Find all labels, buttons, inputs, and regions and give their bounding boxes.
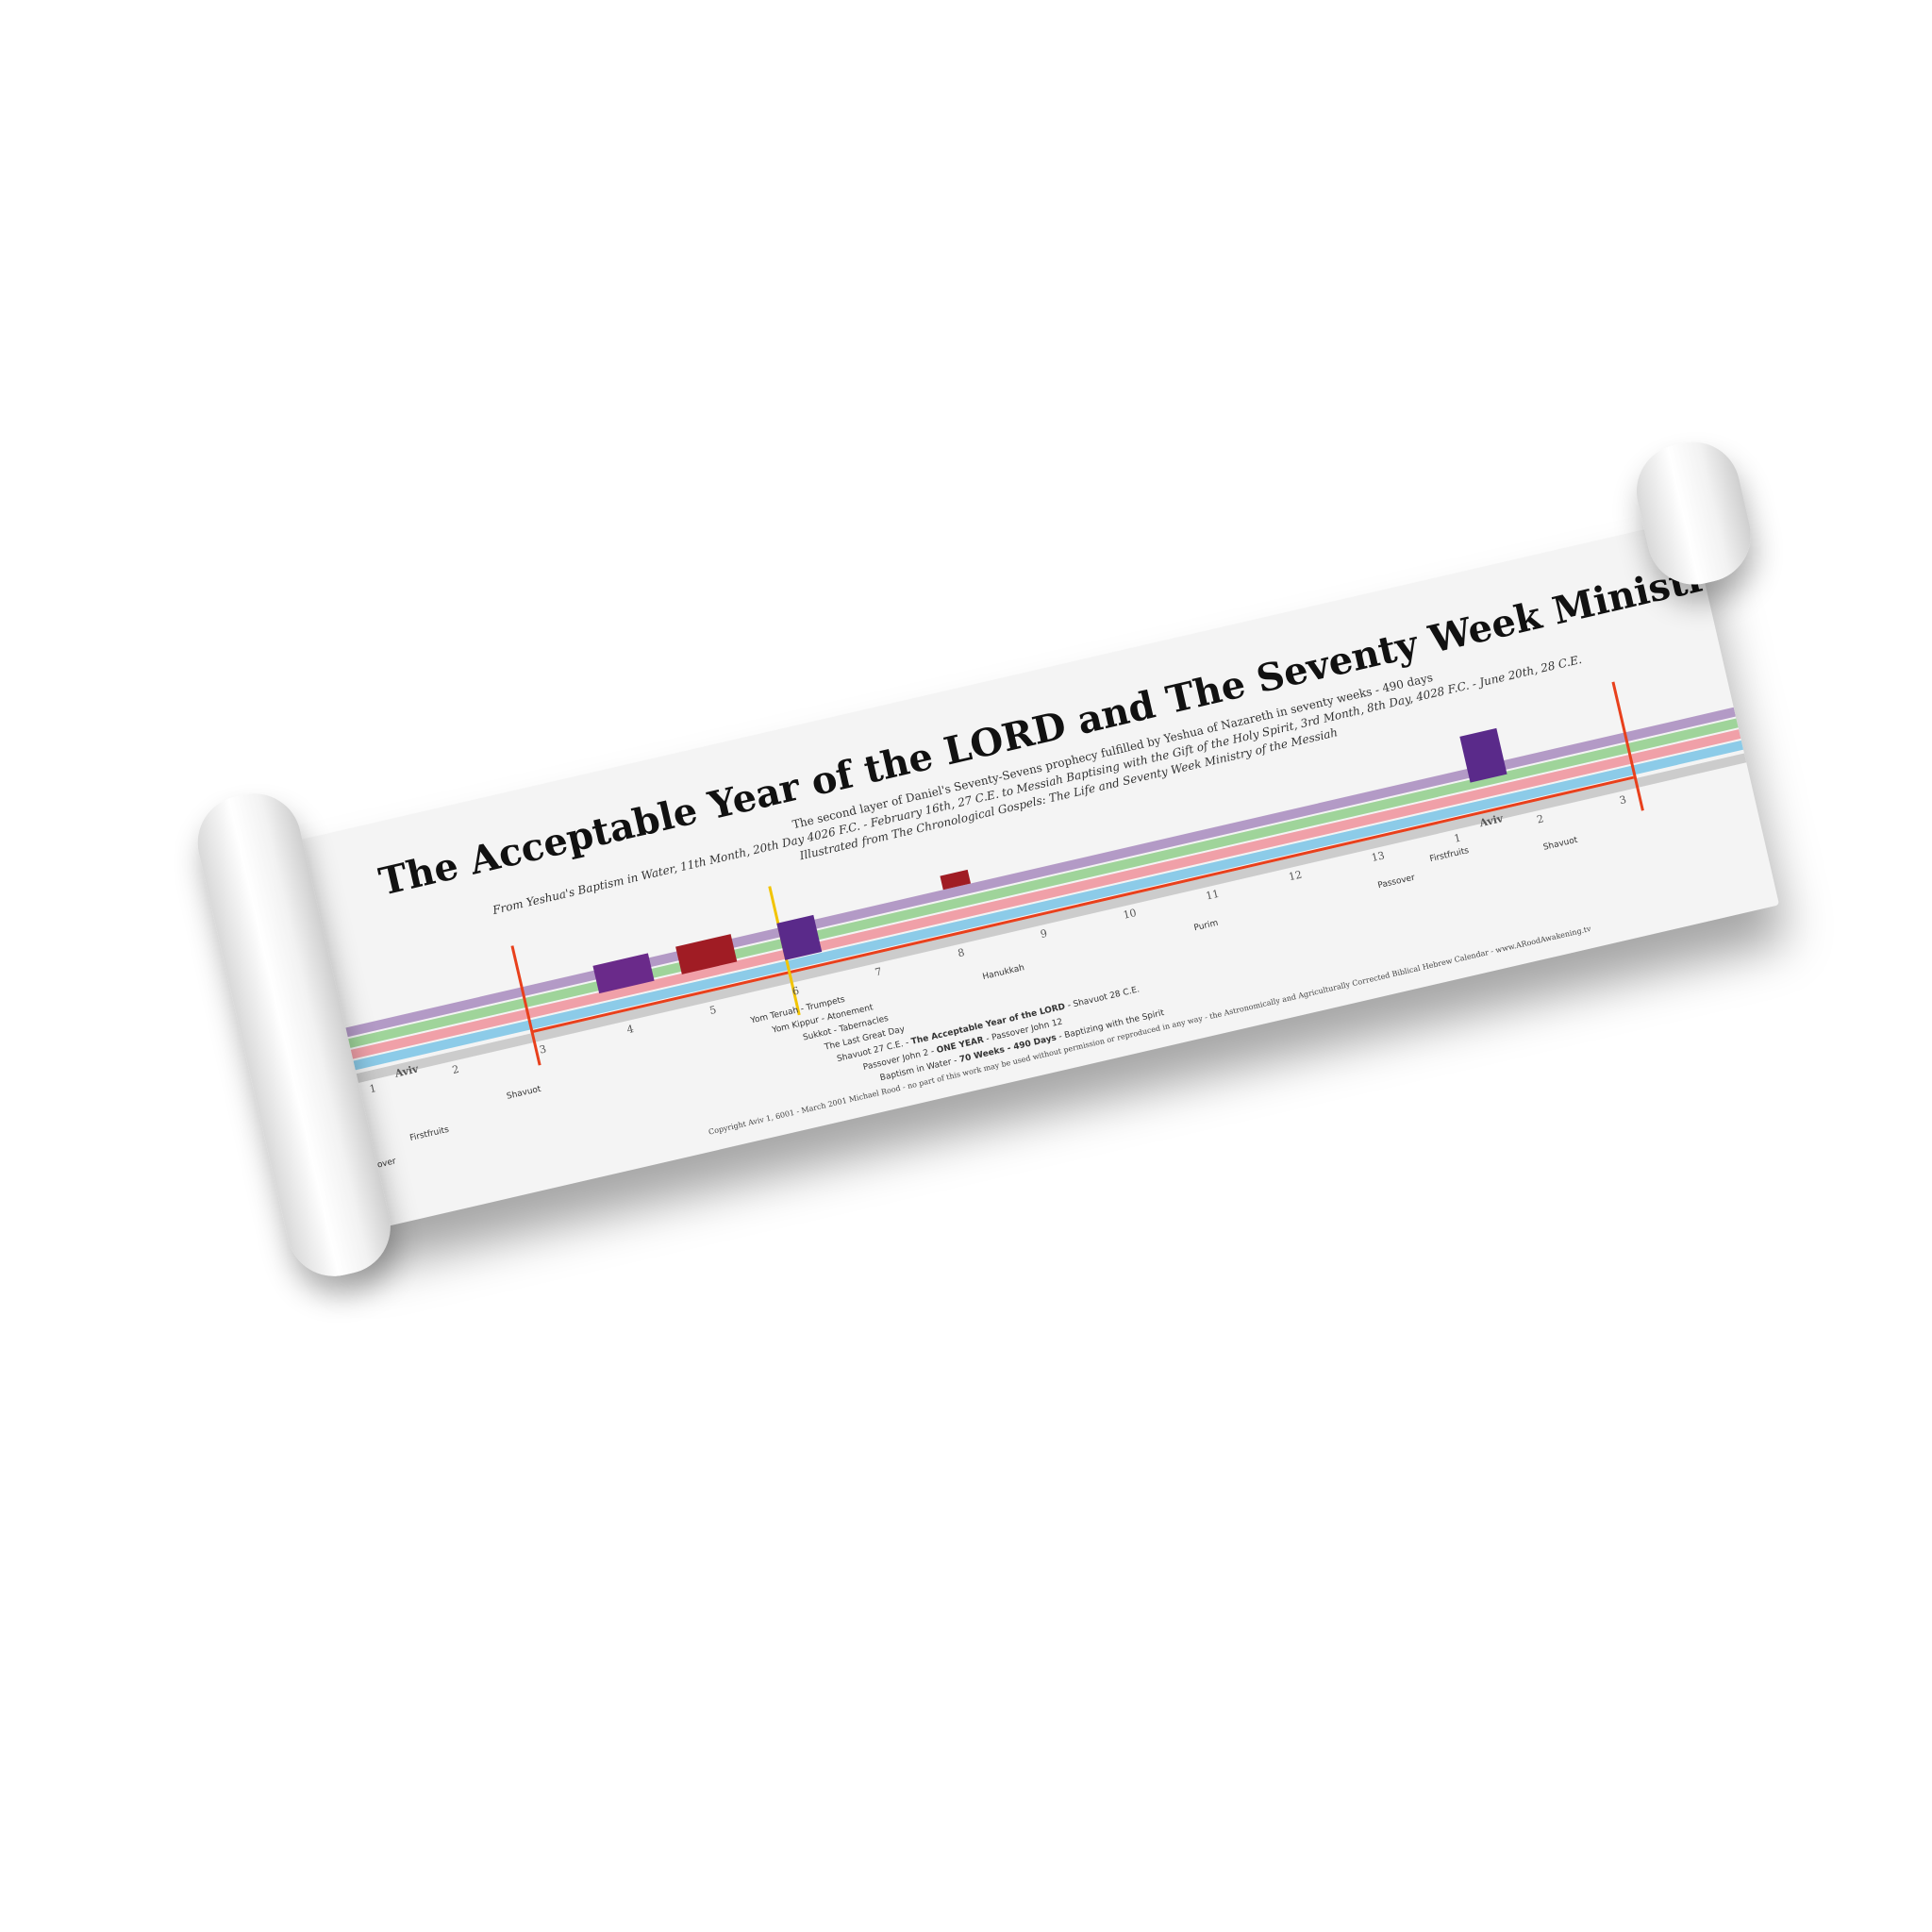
feast-label: Firstfruits [1428,845,1471,865]
month-number: 1 [368,1082,378,1096]
scroll: The Acceptable Year of the LORD and The … [188,432,1850,1286]
feast-label: Hanukkah [981,963,1025,983]
month-number: 13 [1370,849,1387,865]
month-number: 3 [1618,793,1628,808]
feast-label: Firstfruits [408,1124,450,1144]
month-number: 11 [1205,887,1221,903]
month-number: 9 [1039,926,1049,941]
month-number: 6 [791,984,801,998]
month-number: 7 [874,965,884,979]
feast-label: Passover [1376,873,1416,891]
feast-label: Shavuot [506,1084,542,1102]
month-number: 2 [451,1062,460,1077]
month-number: 5 [708,1003,718,1018]
month-number: 12 [1287,868,1304,884]
month-number: 10 [1122,906,1138,922]
month-number: 8 [956,946,966,960]
feast-label: Shavuot [1542,835,1579,853]
month-number: 4 [625,1023,635,1037]
month-number: 3 [538,1042,548,1057]
month-number: 2 [1535,812,1545,826]
timeline-chart: The Acceptable Year of the LORD and The … [256,519,1780,1237]
feast-label: Purim [1192,918,1220,934]
month-number: 1 [1453,831,1462,845]
